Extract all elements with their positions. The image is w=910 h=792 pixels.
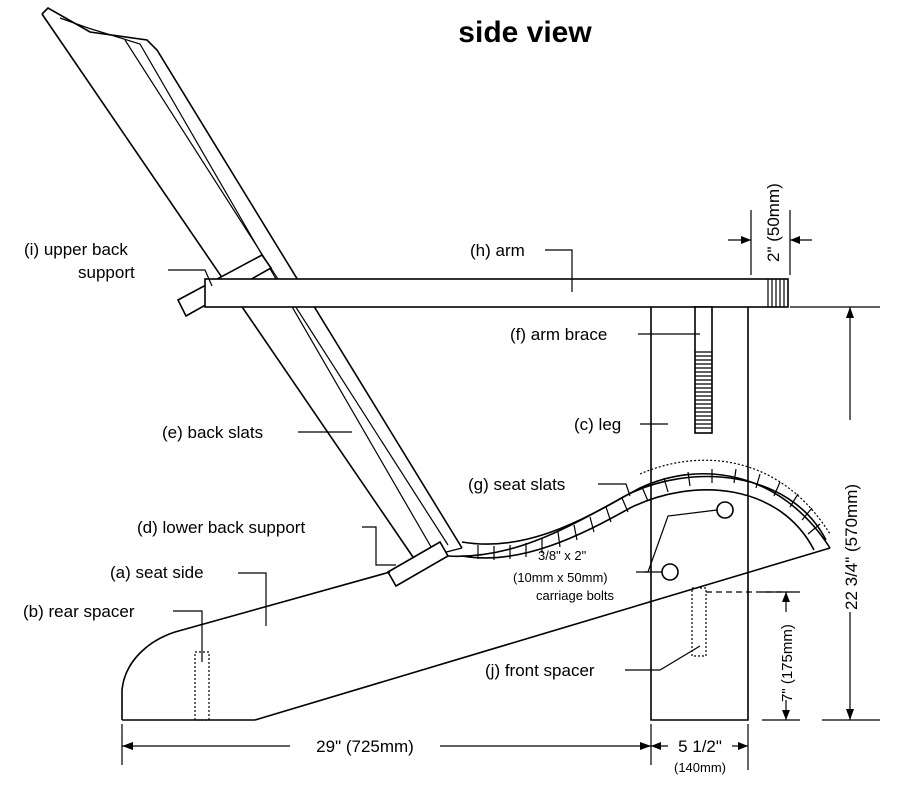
rear-spacer-part xyxy=(194,651,210,721)
leg-part xyxy=(650,307,749,721)
svg-text:2" (50mm): 2" (50mm) xyxy=(764,183,783,262)
carriage-bolt-label: 3/8" x 2" (10mm x 50mm) carriage bolts xyxy=(513,509,718,603)
upper-back-support-label: (i) upper back support xyxy=(24,240,213,287)
svg-text:support: support xyxy=(78,263,135,282)
arm-brace-part xyxy=(694,306,713,434)
carriage-bolts xyxy=(661,501,734,581)
seat-slats-part xyxy=(461,468,827,560)
arm-label: (h) arm xyxy=(470,241,573,292)
diagram-title: side view xyxy=(458,16,592,49)
front-spacer-label: (j) front spacer xyxy=(485,645,701,680)
rear-spacer-label: (b) rear spacer xyxy=(23,602,203,662)
spacer-height-dimension: 7" (175mm) xyxy=(762,591,800,721)
svg-text:(j) front spacer: (j) front spacer xyxy=(485,661,595,680)
svg-text:(g) seat slats: (g) seat slats xyxy=(468,475,565,494)
svg-text:(e) back slats: (e) back slats xyxy=(162,423,263,442)
back-slats-part xyxy=(41,7,463,561)
bolt-upper xyxy=(716,501,734,519)
svg-text:(140mm): (140mm) xyxy=(674,760,726,775)
svg-text:7" (175mm): 7" (175mm) xyxy=(779,624,796,702)
svg-text:(i) upper back: (i) upper back xyxy=(24,240,128,259)
lower-back-support-label: (d) lower back support xyxy=(137,518,396,566)
svg-text:(c) leg: (c) leg xyxy=(574,415,621,434)
svg-text:(f) arm brace: (f) arm brace xyxy=(510,325,607,344)
bolt-lower xyxy=(661,563,679,581)
svg-text:(h) arm: (h) arm xyxy=(470,241,525,260)
seat-slats-label: (g) seat slats xyxy=(468,475,631,497)
front-spacer-part xyxy=(691,587,707,657)
svg-text:(a) seat side: (a) seat side xyxy=(110,563,204,582)
svg-text:(b) rear spacer: (b) rear spacer xyxy=(23,602,135,621)
svg-text:22 3/4" (570mm): 22 3/4" (570mm) xyxy=(842,484,861,610)
seat-length-dimension: 29" (725mm) xyxy=(121,724,652,765)
back-slats-label: (e) back slats xyxy=(162,423,352,442)
arm-part xyxy=(204,278,789,308)
svg-text:3/8" x 2": 3/8" x 2" xyxy=(538,548,587,563)
svg-text:29" (725mm): 29" (725mm) xyxy=(316,737,414,756)
seat-side-part xyxy=(121,459,831,721)
leg-label: (c) leg xyxy=(574,415,668,434)
arm-width-dimension: 2" (50mm) xyxy=(728,183,812,275)
svg-text:5 1/2": 5 1/2" xyxy=(678,737,722,756)
lower-back-support-part xyxy=(386,540,450,588)
leg-width-dimension: 5 1/2" (140mm) xyxy=(651,724,749,775)
total-height-dimension: 22 3/4" (570mm) xyxy=(790,306,880,721)
svg-text:(10mm x 50mm): (10mm x 50mm) xyxy=(513,570,608,585)
arm-brace-label: (f) arm brace xyxy=(510,325,700,344)
svg-text:carriage bolts: carriage bolts xyxy=(536,588,615,603)
seat-side-label: (a) seat side xyxy=(110,563,267,626)
svg-text:(d) lower back support: (d) lower back support xyxy=(137,518,305,537)
